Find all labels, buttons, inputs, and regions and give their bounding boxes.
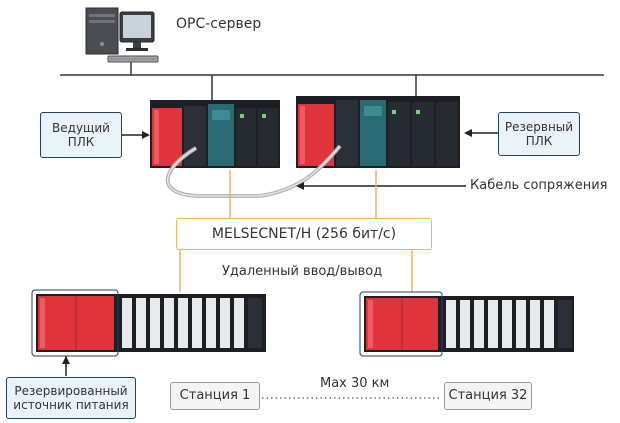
backup-plc-box: Резервный ПЛК	[498, 112, 580, 156]
network-box: MELSECNET/H (256 бит/с)	[176, 218, 432, 250]
cable-arrowhead	[296, 182, 304, 190]
station-32-power-highlight	[359, 291, 443, 357]
master-plc-box: Ведущий ПЛК	[40, 112, 122, 158]
redundant-power-pointer-head	[62, 356, 70, 364]
backup-plc-arrowhead	[464, 129, 472, 137]
remote-io-label: Удаленный ввод/вывод	[222, 264, 383, 279]
station-32-rack	[364, 296, 574, 352]
station-32-box: Станция 32	[444, 382, 532, 410]
interface-cable-label: Кабель сопряжения	[470, 178, 608, 193]
max-distance-label: Max 30 км	[320, 376, 390, 391]
master-plc-rack	[150, 100, 280, 168]
computer-icon	[85, 7, 159, 63]
master-plc-arrowhead	[142, 131, 150, 139]
station-1-rack	[36, 294, 266, 352]
backup-plc-rack	[296, 96, 460, 168]
station-1-box: Станция 1	[170, 382, 260, 410]
redundant-power-box: Резервированный источник питания	[6, 377, 136, 419]
opc-server-label: OPC-сервер	[176, 16, 262, 32]
interface-cable-highlight	[167, 145, 341, 197]
redundant-power-highlight	[31, 289, 119, 357]
